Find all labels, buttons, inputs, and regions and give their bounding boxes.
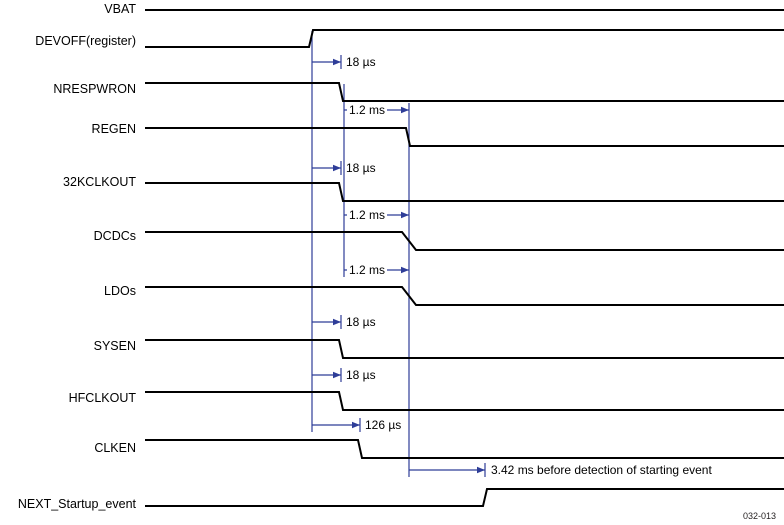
arrowhead-right-icon — [333, 371, 341, 379]
waveform-sysen — [145, 339, 784, 359]
dimension-label-backdrop — [347, 208, 388, 222]
waveform-next-startup-event — [145, 488, 784, 507]
waveform-dcdcs — [145, 231, 784, 251]
dimension-label-4: 1.2 ms — [349, 208, 385, 222]
waveform-devoff-register — [145, 29, 784, 48]
arrowhead-right-icon — [477, 466, 485, 474]
dimension-label-backdrop — [347, 263, 388, 277]
dimension-label-9: 3.42 ms before detection of starting eve… — [491, 463, 712, 477]
dimension-label-5: 1.2 ms — [349, 263, 385, 277]
signal-label-vbat: VBAT — [104, 2, 136, 16]
dimension-label-backdrop — [347, 103, 388, 117]
arrowhead-right-icon — [333, 318, 341, 326]
signal-label-hfclkout: HFCLKOUT — [69, 391, 137, 405]
signal-label-clken: CLKEN — [94, 441, 136, 455]
dimension-label-7: 18 µs — [346, 368, 376, 382]
arrowhead-right-icon — [401, 211, 409, 219]
dimension-label-6: 18 µs — [346, 315, 376, 329]
signal-label-ldos: LDOs — [104, 284, 136, 298]
waveform-clken — [145, 439, 784, 459]
signal-label-next-startup-event: NEXT_Startup_event — [18, 497, 137, 511]
dimension-label-1: 18 µs — [346, 55, 376, 69]
dimension-label-8: 126 µs — [365, 418, 401, 432]
arrowhead-right-icon — [401, 106, 409, 114]
waveform-ldos — [145, 286, 784, 306]
signal-label-nrespwron: NRESPWRON — [53, 82, 136, 96]
waveform-32kclkout — [145, 182, 784, 202]
waveform-regen — [145, 127, 784, 147]
arrowhead-right-icon — [333, 58, 341, 66]
signal-label-sysen: SYSEN — [94, 339, 136, 353]
waveform-nrespwron — [145, 82, 784, 102]
arrowhead-right-icon — [352, 421, 360, 429]
dimension-label-3: 18 µs — [346, 161, 376, 175]
figure-id: 032-013 — [743, 511, 776, 521]
signal-label-32kclkout: 32KCLKOUT — [63, 175, 136, 189]
arrowhead-right-icon — [333, 164, 341, 172]
waveform-hfclkout — [145, 391, 784, 411]
signal-label-regen: REGEN — [92, 122, 136, 136]
signal-label-devoff-register: DEVOFF(register) — [35, 34, 136, 48]
arrowhead-right-icon — [401, 266, 409, 274]
signal-label-dcdcs: DCDCs — [94, 229, 136, 243]
dimension-label-2: 1.2 ms — [349, 103, 385, 117]
